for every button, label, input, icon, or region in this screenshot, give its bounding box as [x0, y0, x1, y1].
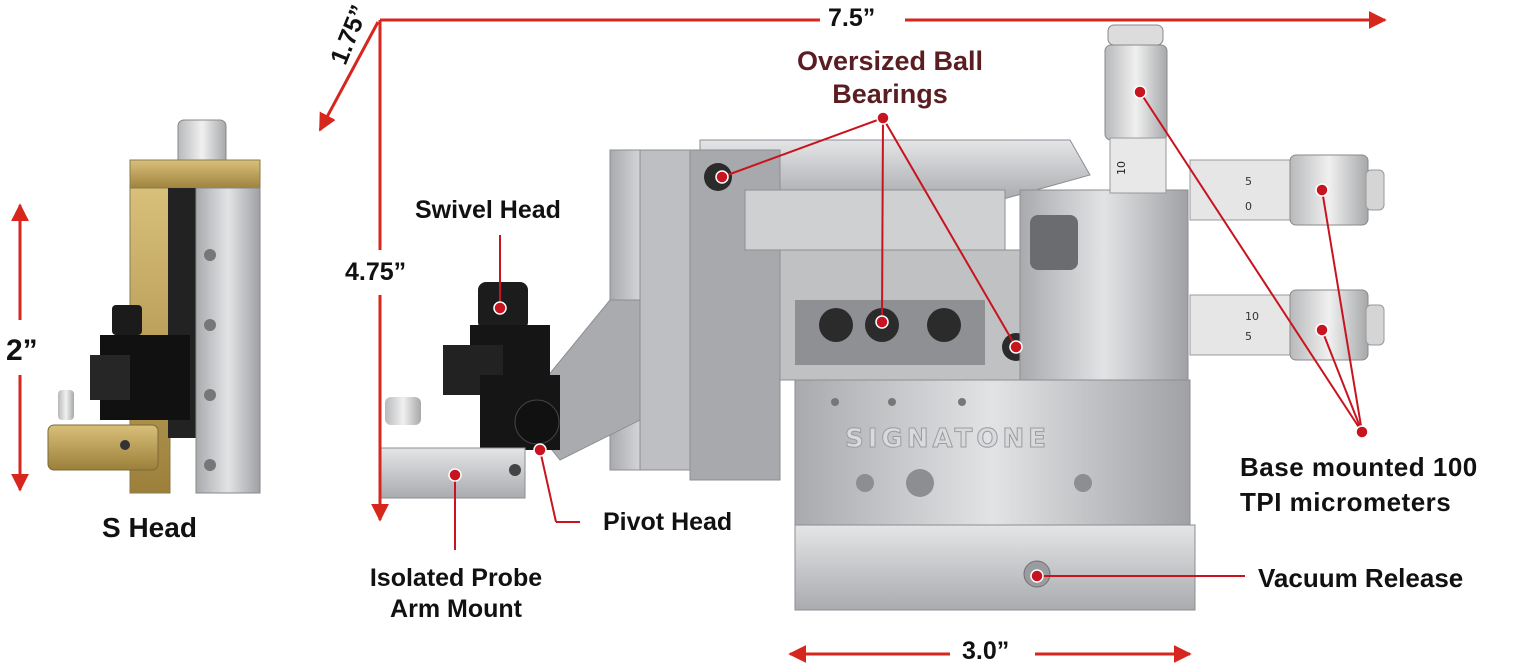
callout-lines	[454, 91, 1363, 577]
micrometers-line1: Base mounted 100	[1240, 452, 1478, 482]
micrometers-line2: TPI micrometers	[1240, 487, 1452, 517]
callout-dots	[448, 85, 1369, 583]
pivot-head-label: Pivot Head	[603, 508, 733, 536]
top-scale: 10	[1115, 161, 1128, 175]
width-dimension: 7.5”	[828, 4, 876, 32]
dimension-lines	[11, 11, 1387, 663]
ball-bearings-line1: Oversized Ball	[796, 46, 984, 76]
s-head-label: S Head	[102, 512, 197, 543]
s-head-device	[47, 119, 261, 494]
ball-bearings-label: Oversized Ball Bearings	[760, 45, 1020, 111]
probe-arm-label: Isolated Probe Arm Mount	[342, 563, 570, 625]
positioner-device: SIGNATONE 10 5 0 10 5	[379, 24, 1385, 611]
svg-text:5: 5	[1245, 175, 1252, 188]
brand-logo: SIGNATONE	[845, 424, 1050, 454]
base-dimension: 3.0”	[962, 637, 1010, 665]
probe-arm-line1: Isolated Probe	[369, 564, 543, 592]
probe-arm-line2: Arm Mount	[390, 595, 522, 623]
svg-text:5: 5	[1245, 330, 1252, 343]
micrometers-label: Base mounted 100 TPI micrometers	[1240, 450, 1478, 520]
swivel-head-label: Swivel Head	[415, 196, 561, 224]
ball-bearings-line2: Bearings	[832, 79, 948, 109]
s-head-height-dimension: 2”	[6, 334, 38, 367]
height-dimension: 4.75”	[345, 258, 407, 286]
svg-text:0: 0	[1245, 200, 1252, 213]
vacuum-release-label: Vacuum Release	[1258, 563, 1464, 593]
svg-text:10: 10	[1245, 310, 1259, 323]
